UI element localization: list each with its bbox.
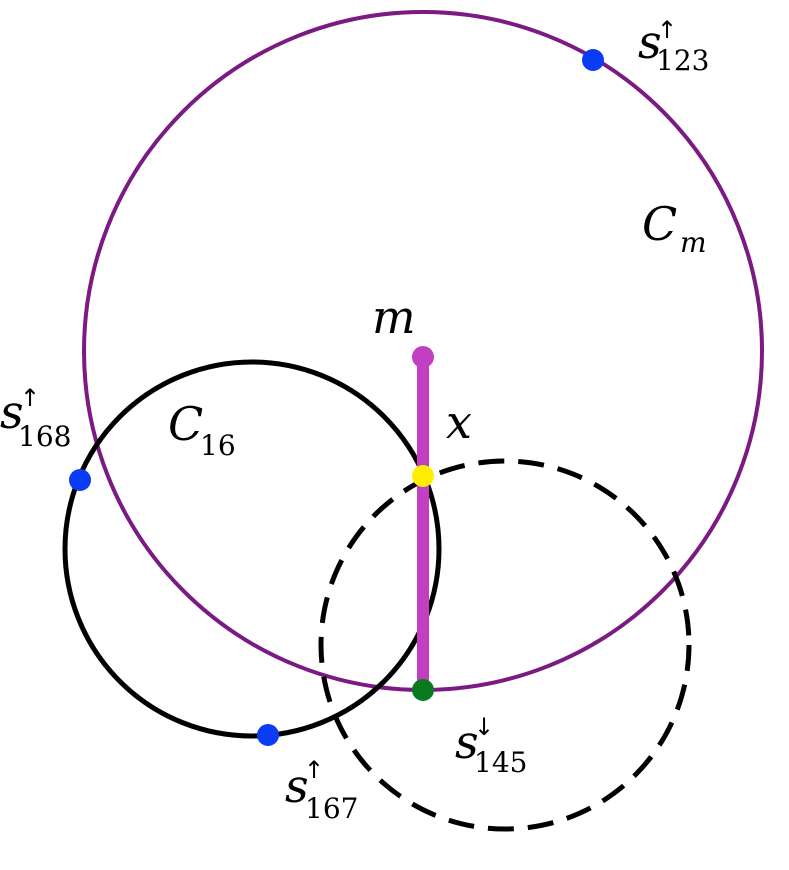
label-s167: s	[285, 759, 309, 813]
point-s168	[69, 469, 91, 491]
point-s167	[257, 724, 279, 746]
point-m	[412, 346, 434, 368]
label-s145: s	[455, 715, 479, 769]
label-cm-sub: m	[680, 226, 707, 259]
label-s168: s	[0, 385, 24, 439]
label-s123-arrow: ↑	[657, 16, 677, 44]
label-s168-sub: 168	[18, 420, 71, 453]
label-s123: s	[638, 15, 662, 69]
label-s145-arrow: ↓	[474, 713, 494, 741]
point-s123	[582, 49, 604, 71]
label-x: x	[446, 395, 472, 449]
label-c16: C	[168, 397, 203, 451]
dashed-circle	[318, 458, 692, 832]
label-s145-sub: 145	[474, 746, 527, 779]
label-cm: C	[642, 197, 677, 251]
label-s168-arrow: ↑	[20, 384, 40, 412]
label-s167-arrow: ↑	[304, 756, 324, 784]
point-x	[412, 465, 434, 487]
circle-c16	[62, 359, 442, 739]
label-c16-sub: 16	[200, 429, 236, 462]
label-s123-sub: 123	[656, 44, 709, 77]
label-s167-sub: 167	[305, 792, 358, 825]
point-bottom	[412, 679, 434, 701]
label-m: m	[372, 290, 416, 344]
